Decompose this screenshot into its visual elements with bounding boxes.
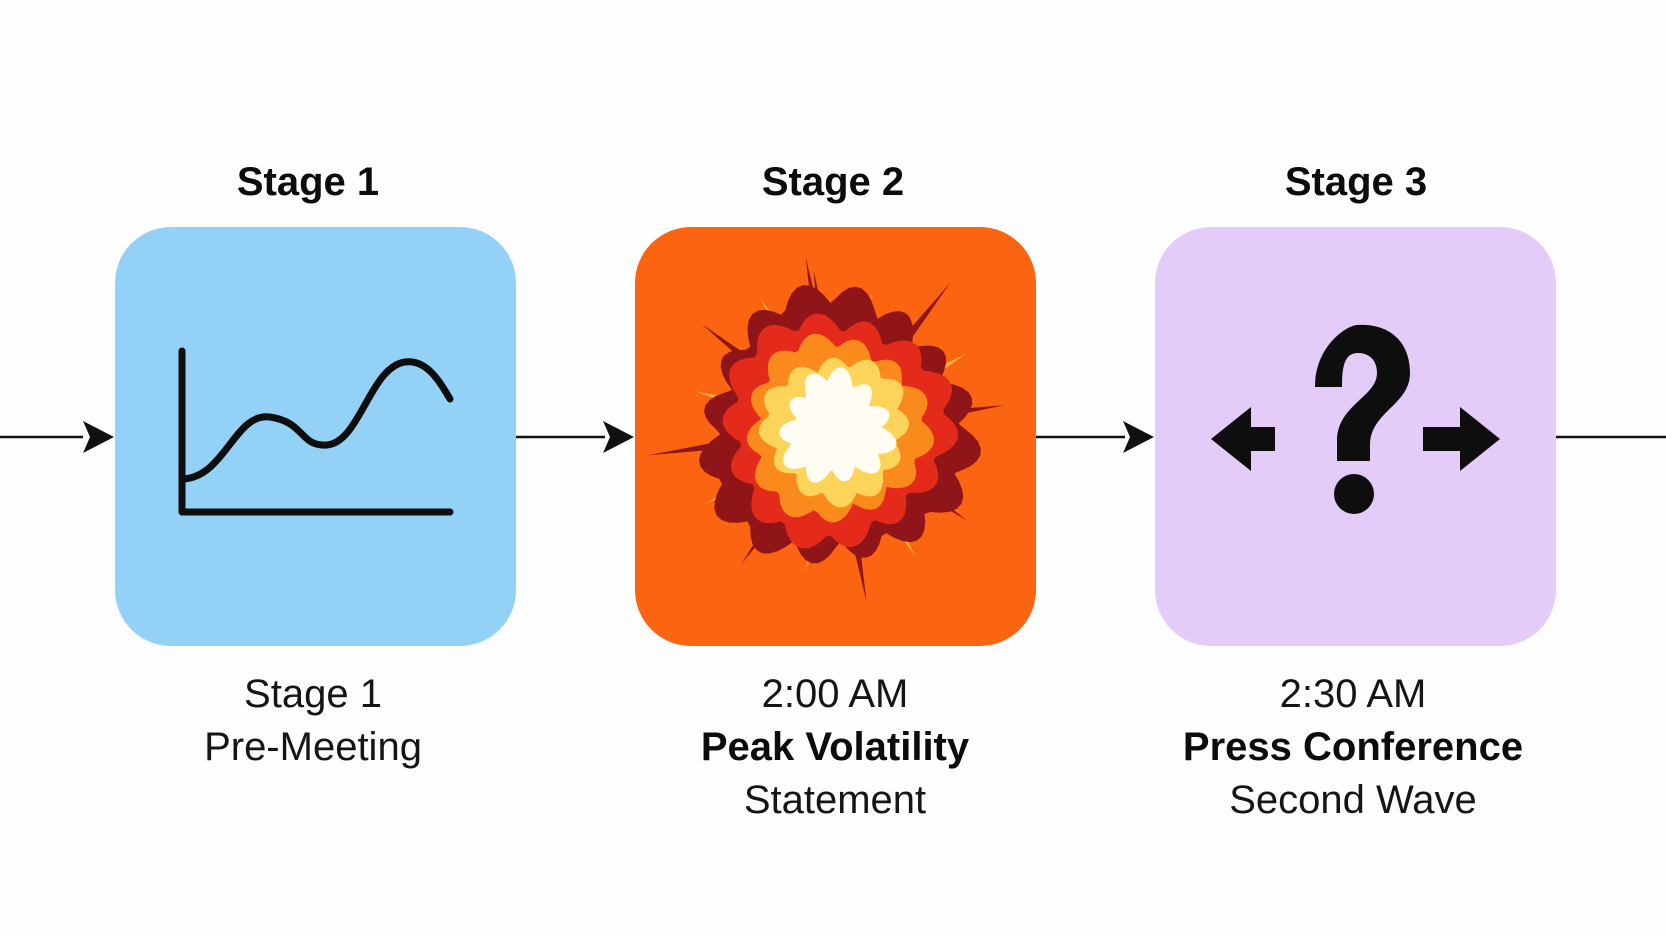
right-arrow-icon — [1423, 407, 1500, 471]
connector-1-2 — [516, 421, 634, 453]
stage-3-label: Press Conference — [1182, 725, 1524, 769]
stage-2-card — [635, 227, 1036, 646]
stage-2-sublabel: Statement — [743, 778, 927, 822]
stage-1-card — [115, 227, 516, 646]
stage-1-caption-line-2: Pre-Meeting — [204, 725, 422, 769]
stage-3-caption: 2:30 AM Press Conference Second Wave — [1143, 668, 1563, 827]
stage-1-caption-line-1: Stage 1 — [244, 672, 382, 716]
stage-3-title: Stage 3 — [1284, 160, 1428, 204]
stage-3-time: 2:30 AM — [1279, 672, 1427, 716]
stage-2-caption: 2:00 AM Peak Volatility Statement — [625, 668, 1045, 827]
stage-1-caption: Stage 1 Pre-Meeting — [103, 668, 523, 774]
explosion-icon — [647, 256, 1005, 602]
left-arrow-icon — [1211, 407, 1275, 471]
stage-1-title: Stage 1 — [236, 160, 380, 204]
connector-2-3 — [1036, 421, 1154, 453]
stage-2-title: Stage 2 — [761, 160, 905, 204]
stage-2-time: 2:00 AM — [761, 672, 909, 716]
stage-2-label: Peak Volatility — [700, 725, 970, 769]
explosion-core — [779, 367, 897, 483]
line-chart-icon — [178, 347, 454, 516]
stage-3-sublabel: Second Wave — [1229, 778, 1477, 822]
stage-3-card — [1155, 227, 1556, 646]
question-mark-bidirectional-arrows-icon — [1211, 324, 1500, 514]
connector-in — [0, 421, 114, 453]
question-mark-icon — [1315, 324, 1410, 514]
